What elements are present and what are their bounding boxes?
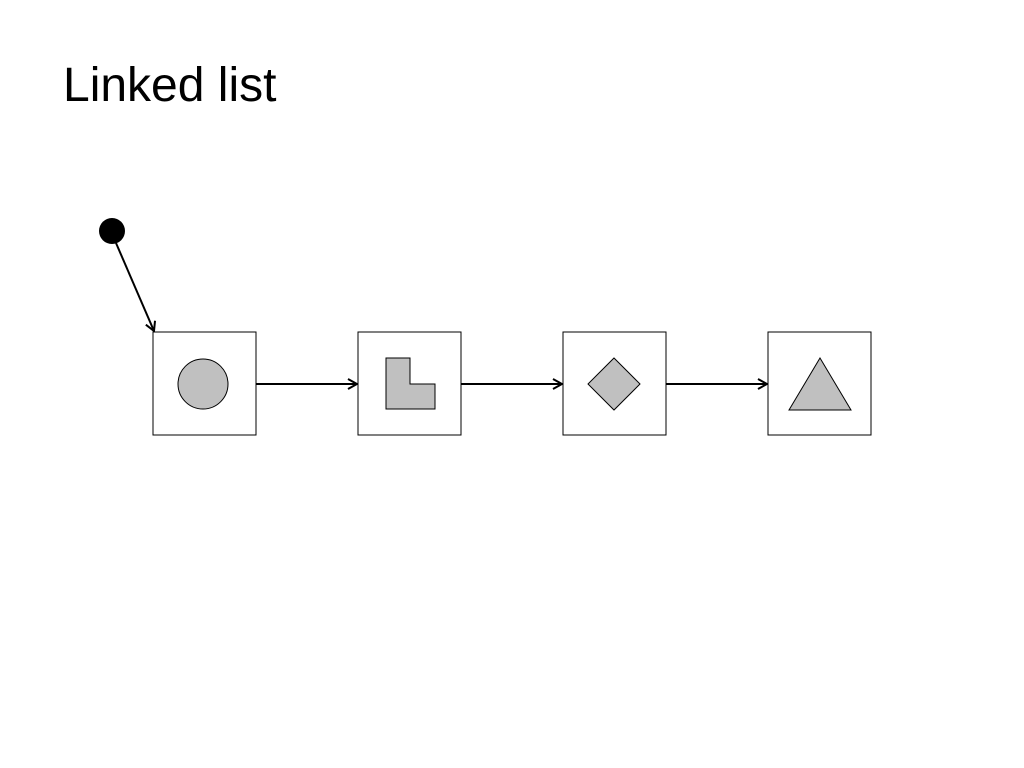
head-pointer-arrow — [115, 242, 154, 331]
circle-icon — [177, 358, 229, 410]
list-node-2 — [357, 331, 462, 436]
diamond-icon — [587, 357, 641, 411]
list-node-4 — [767, 331, 872, 436]
slide-title: Linked list — [63, 59, 277, 112]
head-pointer-dot — [99, 218, 125, 244]
list-node-3 — [562, 331, 667, 436]
triangle-icon — [788, 357, 852, 411]
list-node-1 — [152, 331, 257, 436]
l-shape-icon — [385, 357, 436, 410]
